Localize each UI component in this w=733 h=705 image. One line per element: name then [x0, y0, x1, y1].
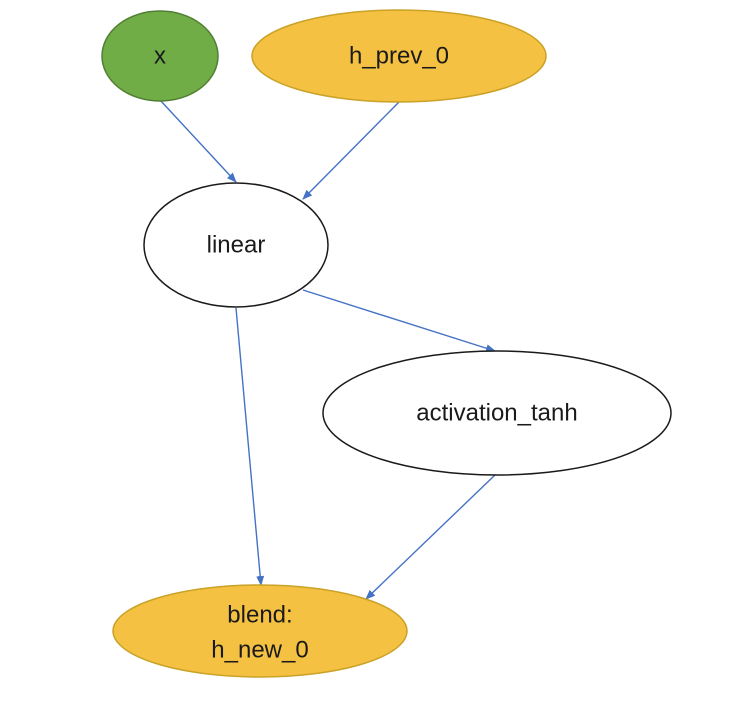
node-blend[interactable]: blend: h_new_0 [112, 584, 408, 678]
node-linear[interactable]: linear [143, 182, 329, 308]
node-blend-shape [112, 584, 408, 678]
edges [159, 99, 496, 600]
edge-linear-to-blend [235, 307, 265, 586]
node-h-prev-shape [251, 9, 547, 103]
node-activation[interactable]: activation_tanh [322, 350, 672, 476]
edge-x-to-linear [159, 99, 237, 183]
node-x-label: x [154, 42, 166, 69]
node-blend-label-line2: h_new_0 [211, 636, 308, 663]
edge-activation-to-blend [365, 474, 496, 600]
node-activation-shape [322, 350, 672, 476]
node-linear-shape [143, 182, 329, 308]
node-x[interactable]: x [101, 10, 219, 102]
node-activation-label: activation_tanh [416, 399, 577, 426]
edge-linear-to-activation [302, 289, 496, 353]
edge-h-prev-to-linear [302, 101, 400, 200]
node-x-shape [101, 10, 219, 102]
node-h-prev-label: h_prev_0 [349, 42, 449, 69]
node-h-prev[interactable]: h_prev_0 [251, 9, 547, 103]
node-blend-label-line1: blend: [227, 601, 292, 628]
node-linear-label: linear [207, 231, 266, 258]
